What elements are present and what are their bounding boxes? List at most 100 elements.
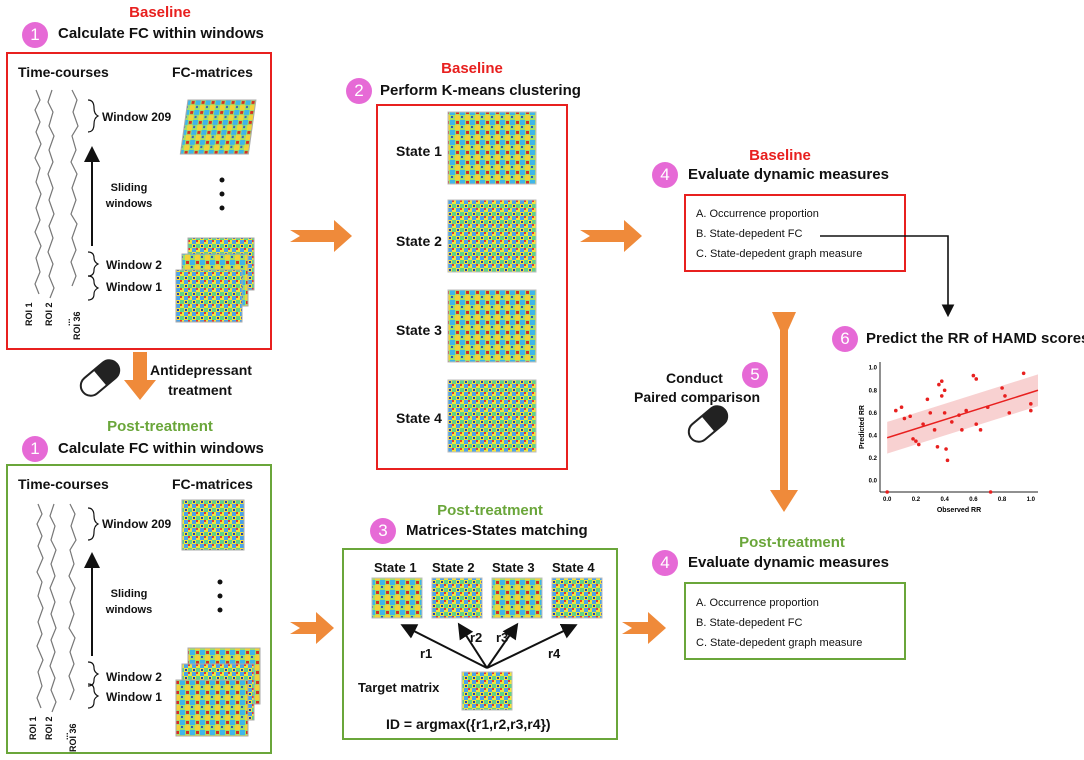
step-number-1-baseline: 1 — [22, 22, 48, 48]
step-title-3: Matrices-States matching — [406, 522, 588, 539]
fit-line — [886, 389, 1039, 439]
x-tick-5: 1.0 — [1027, 497, 1036, 503]
eval-baseline-item-c: C. State-depedent graph measure — [696, 248, 863, 260]
x-tick-2: 0.4 — [940, 497, 949, 503]
window-2-label: Window 2 — [106, 258, 162, 272]
scatter-point-17 — [942, 411, 947, 415]
step-title-4-post: Evaluate dynamic measures — [688, 554, 889, 571]
step-number-1-post: 1 — [22, 436, 48, 462]
x-tick-1: 0.2 — [912, 497, 921, 503]
stage-label-baseline-2: Baseline — [441, 60, 503, 77]
stage-label-post-4: Post-treatment — [739, 534, 845, 551]
y-tick-3: 0.6 — [869, 411, 878, 417]
kmeans-state-2: State 2 — [396, 233, 442, 249]
scatter-point-5 — [911, 437, 915, 441]
match-state-2: State 2 — [432, 560, 475, 575]
sliding-windows-label-post: Sliding windows — [105, 588, 153, 616]
matching-box — [342, 548, 618, 740]
eval-post-item-b: B. State-depedent FC — [696, 617, 803, 629]
y-tick-4: 0.8 — [869, 388, 878, 394]
scatter-point-10 — [928, 411, 933, 415]
post-fc-box — [6, 464, 272, 754]
dots-post — [217, 579, 223, 613]
x-tick-3: 0.6 — [969, 497, 978, 503]
step-number-2: 2 — [346, 78, 372, 104]
timecourse-lines-post — [36, 503, 77, 713]
window-1-label: Window 1 — [106, 280, 162, 294]
step-number-4-baseline: 4 — [652, 162, 678, 188]
step-title-6: Predict the RR of HAMD scores — [866, 330, 1084, 347]
scatter-point-24 — [971, 373, 976, 378]
arrow-matching-to-eval — [622, 612, 666, 644]
eval-post-item-a: A. Occurrence proportion — [696, 597, 819, 609]
fcmatrices-label: FC-matrices — [172, 64, 253, 80]
match-matrix-4 — [551, 577, 603, 619]
scatter-point-6 — [914, 439, 918, 443]
comparison-line-2: Paired comparison — [634, 389, 761, 405]
step-title-2: Perform K-means clustering — [380, 82, 581, 99]
arrow-comparison — [770, 312, 798, 512]
step-number-6: 6 — [832, 326, 858, 352]
window-209-label-post: Window 209 — [102, 517, 172, 531]
step-number-5: 5 — [742, 362, 768, 388]
x-tick-4: 0.8 — [998, 497, 1007, 503]
scatter-point-2 — [899, 405, 904, 410]
x-tick-0: 0.0 — [883, 497, 892, 503]
fcmatrices-label-post: FC-matrices — [172, 476, 253, 492]
scatter-point-35 — [1029, 408, 1033, 413]
dots-baseline — [219, 177, 225, 211]
window-209-label: Window 209 — [102, 110, 172, 124]
x-axis-label: Observed RR — [937, 507, 981, 514]
arrow-treatment — [124, 352, 156, 400]
eval-baseline-item-b: B. State-depedent FC — [696, 228, 803, 240]
scatter-point-18 — [944, 447, 948, 451]
matching-arrows — [400, 622, 578, 669]
arrow-baseline-to-kmeans — [290, 220, 352, 252]
kmeans-state-4: State 4 — [396, 410, 442, 426]
fc-matrix-post-window-209 — [181, 499, 245, 551]
argmax-formula: ID = argmax({r1,r2,r3,r4}) — [386, 716, 551, 732]
scatter-point-7 — [916, 442, 921, 447]
scatter-point-13 — [937, 382, 941, 387]
kmeans-matrix-1 — [447, 111, 537, 185]
scatter-point-29 — [988, 490, 993, 494]
step-title-1-baseline: Calculate FC within windows — [58, 25, 264, 42]
kmeans-state-matrices — [447, 111, 537, 453]
fc-matrices-post — [175, 499, 261, 737]
matching-state-matrices — [371, 577, 603, 711]
scatter-point-14 — [939, 379, 944, 384]
eval-baseline-item-a: A. Occurrence proportion — [696, 208, 819, 220]
scatter-point-30 — [1000, 386, 1004, 390]
scatter-point-26 — [974, 422, 979, 426]
eval-baseline-box — [684, 194, 906, 272]
window-1-label-post: Window 1 — [106, 690, 162, 704]
scatter-point-21 — [957, 413, 961, 417]
braces-post — [87, 507, 100, 709]
timecourses-label: Time-courses — [18, 64, 109, 80]
match-state-4: State 4 — [552, 560, 595, 575]
scatter-point-16 — [942, 388, 947, 393]
match-matrix-2 — [431, 577, 483, 619]
scatter-point-12 — [935, 444, 940, 449]
target-matrix — [461, 671, 513, 711]
step-number-4-post: 4 — [652, 550, 678, 576]
scatter-point-9 — [925, 397, 930, 402]
arrow-post-to-matching — [290, 612, 334, 644]
kmeans-matrix-2 — [447, 199, 537, 273]
pill-icon-2 — [687, 405, 729, 443]
match-matrix-1 — [371, 577, 423, 619]
scatter-point-23 — [964, 408, 968, 413]
kmeans-state-1: State 1 — [396, 143, 442, 159]
scatter-point-31 — [1003, 394, 1007, 398]
window-2-label-post: Window 2 — [106, 670, 162, 684]
y-axis-label: Predicted RR — [859, 405, 866, 449]
pill-icon — [79, 359, 121, 397]
stage-label-post-3: Post-treatment — [437, 502, 543, 519]
match-matrix-3 — [491, 577, 543, 619]
treatment-label: Antidepressant treatment — [150, 362, 252, 398]
scatter-point-22 — [960, 428, 964, 432]
match-state-1: State 1 — [374, 560, 417, 575]
eval-post-item-c: C. State-depedent graph measure — [696, 637, 863, 649]
kmeans-state-3: State 3 — [396, 322, 442, 338]
